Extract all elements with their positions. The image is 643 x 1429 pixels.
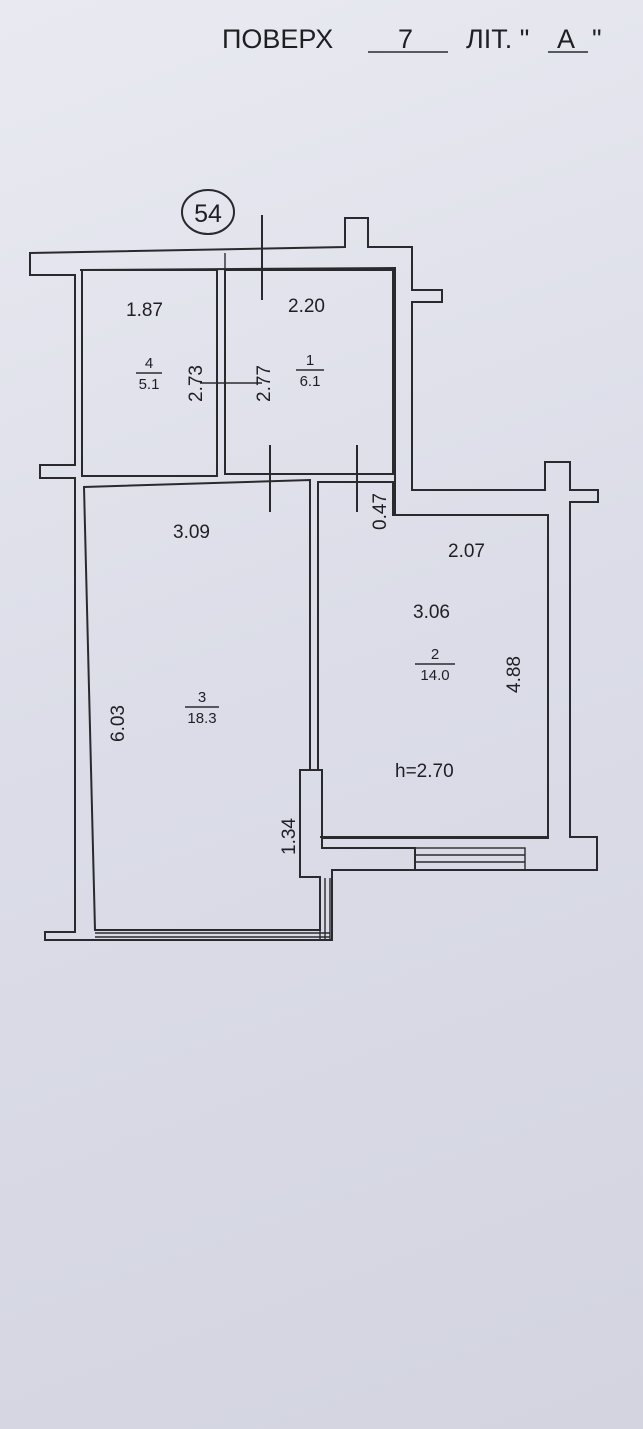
room-3-width: 3.09: [173, 522, 210, 543]
room-2-area: 14.0: [420, 667, 449, 684]
door-marks: [200, 215, 358, 512]
floor-value: 7: [398, 24, 413, 54]
room-1-width: 2.20: [288, 296, 325, 317]
room-3-area: 18.3: [187, 710, 216, 727]
room-3-depth: 6.03: [108, 705, 129, 742]
lit-label: ЛІТ. ": [466, 24, 529, 54]
room-2-number: 2: [431, 646, 439, 663]
window-room-2: [414, 847, 526, 871]
floor-label: ПОВЕРХ: [222, 24, 333, 54]
room-1-depth: 2.77: [254, 365, 275, 402]
dimension-0-47: 0.47: [370, 493, 391, 530]
ceiling-height: h=2.70: [395, 761, 454, 782]
room-2-width: 3.06: [413, 602, 450, 623]
apartment-number-circle: [181, 189, 235, 235]
room-2-extra-width: 2.07: [448, 541, 485, 562]
room-1-area: 6.1: [300, 373, 321, 390]
walls: [29, 217, 599, 941]
room-1-outline: [224, 269, 394, 475]
dimension-1-34: 1.34: [279, 818, 300, 855]
room-1-number: 1: [306, 352, 314, 369]
room-4-outline: [81, 269, 218, 477]
window-room-3: [95, 878, 331, 940]
corridor-step-wall: [300, 769, 416, 870]
room-4-area: 5.1: [139, 376, 160, 393]
room-4-number: 4: [145, 355, 153, 372]
room-3-outline: [82, 478, 321, 931]
lit-value: А: [557, 24, 575, 54]
outer-wall-contour: [29, 217, 599, 941]
room-3-number: 3: [198, 689, 206, 706]
room-4-width: 1.87: [126, 300, 163, 321]
lit-close-quote: ": [592, 24, 602, 54]
apartment-number-badge: 54: [181, 189, 235, 235]
apartment-number: 54: [194, 200, 222, 228]
room-4-depth: 2.73: [186, 365, 207, 402]
room-2-depth: 4.88: [504, 656, 525, 693]
